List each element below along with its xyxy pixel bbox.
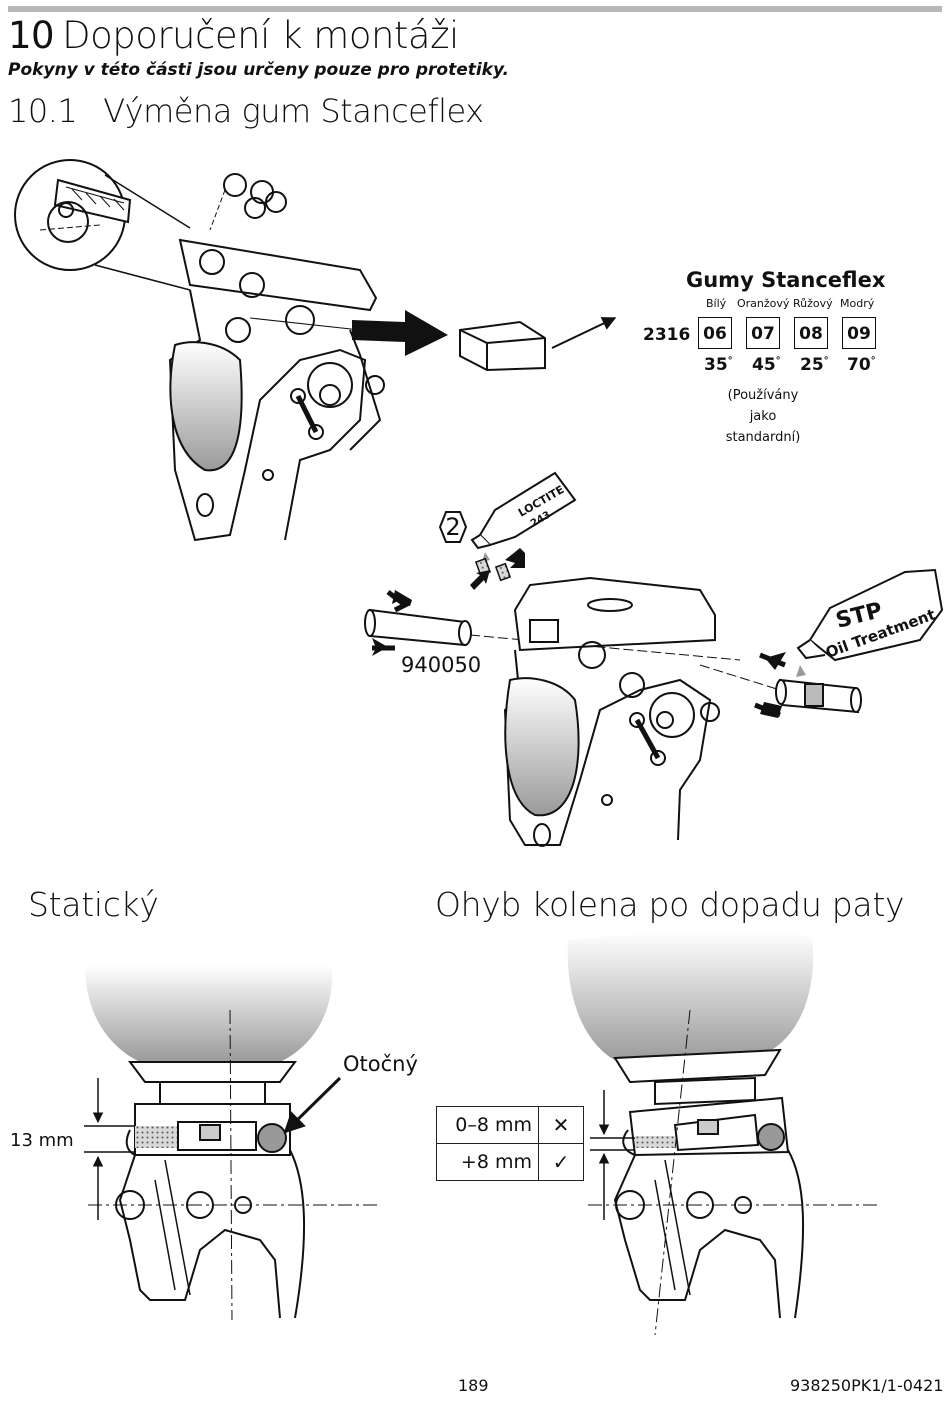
note-line: standardní): [725, 430, 801, 445]
static-view-title: Statický: [28, 885, 159, 924]
stanceflex-code-box: 06: [698, 317, 732, 349]
top-rule: [8, 6, 942, 12]
pivot-label: Otočný: [343, 1052, 418, 1076]
pointer-arrow-icon: [551, 317, 617, 349]
pivot-pin: [775, 678, 862, 714]
stanceflex-prefix: 2316: [643, 325, 691, 345]
section-number: 10.1: [8, 92, 78, 130]
knee-illustration-middle: [503, 576, 781, 847]
step-number: 2: [445, 513, 461, 541]
stp-bottle: [796, 568, 944, 677]
stanceflex-code-box: 08: [794, 317, 828, 349]
flexion-knee-section: [567, 931, 878, 1336]
color-label: Modrý: [840, 297, 875, 310]
dimension-13mm: [84, 1078, 135, 1220]
check-icon: ✓: [538, 1143, 584, 1181]
range-value: 0–8 mm: [436, 1106, 539, 1144]
part-number-label: 940050: [401, 653, 482, 677]
flexion-view-title: Ohyb kolena po dopadu paty: [435, 885, 905, 924]
color-label: Oranžový: [737, 297, 790, 310]
pin-940050: [364, 608, 741, 661]
note-line: jako: [749, 409, 777, 424]
chapter-title-text: Doporučení k montáži: [62, 14, 459, 57]
stanceflex-degree: 25°: [800, 355, 829, 375]
range-value: +8 mm: [436, 1143, 539, 1181]
page-number: 189: [458, 1376, 489, 1395]
table-row: +8 mm ✓: [436, 1143, 584, 1181]
flexion-range-table: 0–8 mm ✕ +8 mm ✓: [436, 1106, 584, 1181]
flexion-dimension: [590, 1090, 635, 1220]
note-line: (Používány: [727, 388, 799, 403]
arrow-right-icon: [352, 310, 448, 356]
document-code: 938250PK1/1-0421: [790, 1376, 944, 1395]
arrow-icon: [392, 590, 412, 606]
arrow-icon: [386, 590, 410, 613]
arrow-icon: [754, 702, 781, 718]
chapter-subtitle: Pokyny v této části jsou určeny pouze pr…: [8, 60, 509, 80]
stanceflex-bumper: [459, 320, 546, 372]
section-title: 10.1 Výměna gum Stanceflex: [8, 92, 484, 130]
color-label: Bílý: [706, 297, 727, 310]
stanceflex-degree: 70°: [847, 355, 876, 375]
arrow-icon: [505, 548, 525, 568]
section-title-text: Výměna gum Stanceflex: [103, 92, 484, 130]
color-label: Růžový: [793, 297, 833, 310]
hex-step-badge: [438, 511, 468, 543]
arrow-icon: [470, 570, 490, 590]
stanceflex-code-box: 09: [842, 317, 876, 349]
knee-illustration-top: [14, 159, 385, 542]
stanceflex-code-box: 07: [746, 317, 780, 349]
static-knee-section: [85, 965, 378, 1321]
dimension-label: 13 mm: [10, 1130, 74, 1151]
arrow-icon: [759, 652, 786, 668]
stanceflex-note: (Používány jako standardní): [718, 385, 808, 448]
cross-icon: ✕: [538, 1106, 584, 1144]
stanceflex-degree: 45°: [752, 355, 781, 375]
stanceflex-title: Gumy Stanceflex: [686, 268, 886, 292]
stanceflex-degree: 35°: [704, 355, 733, 375]
table-row: 0–8 mm ✕: [436, 1106, 584, 1144]
chapter-number: 10: [8, 14, 55, 57]
pivot-arrow-icon: [283, 1076, 342, 1134]
